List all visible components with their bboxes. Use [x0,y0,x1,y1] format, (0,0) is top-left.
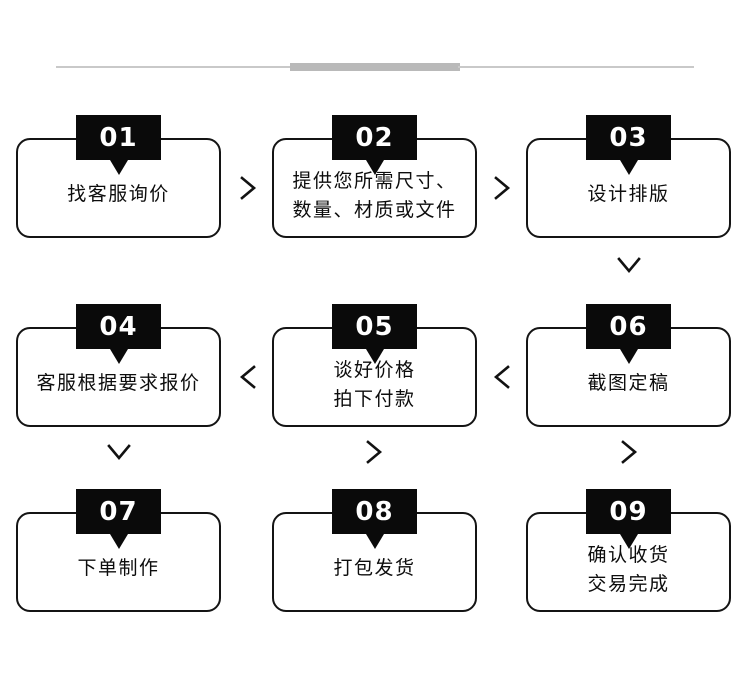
step-card-label: 提供您所需尺寸、 数量、材质或文件 [292,171,457,221]
step-number-badge-02: 02 [332,115,417,175]
step-card-label: 客服根据要求报价 [36,372,201,394]
step-card-label: 找客服询价 [67,183,170,205]
step-card-05[interactable]: 谈好价格 拍下付款 [272,327,477,427]
connector-03-to-06-chevron-down-icon [612,248,646,282]
step-card-label: 设计排版 [587,183,670,205]
connector-05-to-04-chevron-left-icon [231,360,265,394]
step-number-badge-06: 06 [586,304,671,364]
step-number-badge-08: 08 [332,489,417,549]
connector-05-to-08-chevron-right-icon [357,435,391,469]
step-card-label: 打包发货 [333,557,416,579]
step-number-badge-03: 03 [586,115,671,175]
connector-06-to-05-chevron-left-icon [485,360,519,394]
connector-02-to-03-chevron-right-icon [485,171,519,205]
step-number-badge-07: 07 [76,489,161,549]
divider-line-left [56,66,292,68]
connector-01-to-02-chevron-right-icon [231,171,265,205]
step-number-badge-04: 04 [76,304,161,364]
step-card-label: 下单制作 [77,557,160,579]
step-number-badge-09: 09 [586,489,671,549]
connector-06-to-09-chevron-right-icon [612,435,646,469]
step-number-badge-01: 01 [76,115,161,175]
divider-bar-center [290,63,460,71]
top-divider [0,58,750,76]
step-card-label: 截图定稿 [587,372,670,394]
step-card-label: 确认收货 交易完成 [587,545,670,595]
connector-04-to-07-chevron-down-icon [102,435,136,469]
step-card-07[interactable]: 下单制作 [16,512,221,612]
step-number-badge-05: 05 [332,304,417,364]
divider-line-right [458,66,694,68]
step-card-label: 谈好价格 拍下付款 [333,360,416,410]
